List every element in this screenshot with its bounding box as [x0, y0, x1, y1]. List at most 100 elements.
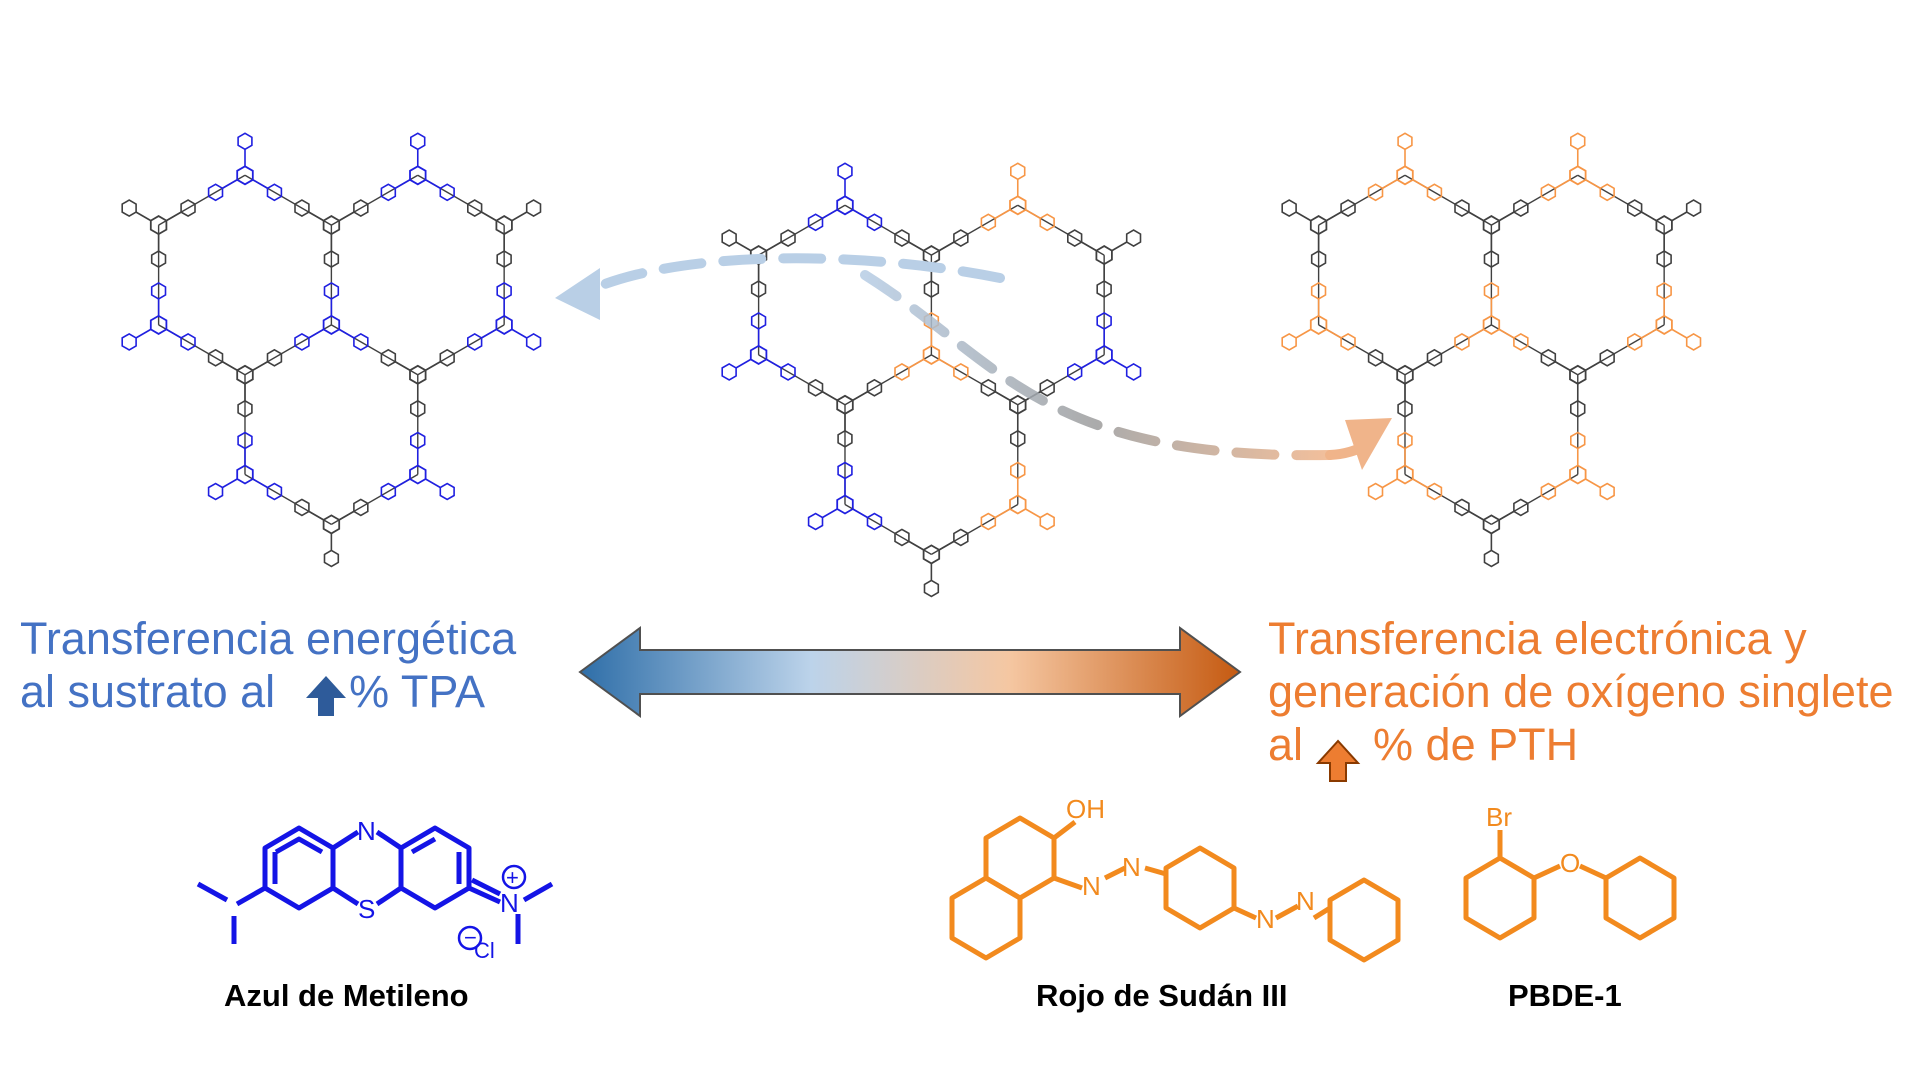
benzene-ring	[525, 199, 542, 218]
framework-bond	[222, 361, 238, 371]
benzene-ring	[980, 213, 997, 232]
benzene-ring	[1483, 281, 1500, 300]
framework-bond	[938, 358, 955, 369]
sudan-oh-label: OH	[1066, 794, 1105, 824]
framework-bond	[908, 241, 924, 252]
mb-n-label: N	[357, 816, 376, 846]
benzene-ring	[409, 132, 426, 151]
framework-bond	[938, 540, 955, 551]
framework-bond	[338, 510, 355, 521]
methylene-blue-structure	[196, 825, 554, 944]
benzene-ring	[837, 162, 853, 181]
benzene-ring	[1454, 332, 1470, 351]
framework-bond	[1326, 211, 1342, 222]
benzene-ring	[409, 165, 427, 186]
benzene-ring	[721, 229, 737, 248]
framework-bond	[822, 508, 838, 519]
benzene-ring	[1367, 183, 1384, 202]
benzene-ring	[236, 464, 254, 485]
benzene-ring	[237, 431, 253, 450]
benzene-ring	[1396, 464, 1414, 485]
benzene-ring	[1397, 132, 1413, 151]
up-arrow-icon	[1315, 739, 1361, 782]
benzene-ring	[1039, 512, 1055, 531]
framework-bond	[338, 211, 355, 222]
benzene-ring	[1569, 464, 1587, 485]
framework-bond	[1081, 358, 1097, 369]
sudan-n1-label: N	[1082, 871, 1101, 901]
benzene-ring	[496, 281, 512, 300]
framework-bond	[822, 391, 838, 401]
framework-bond	[735, 241, 752, 252]
framework-bond	[852, 391, 868, 401]
curved-dashed-arrow-icon	[555, 253, 1392, 470]
benzene-ring	[1656, 281, 1672, 300]
double-headed-arrow-icon	[578, 626, 1242, 718]
cof-framework-tpa	[121, 132, 542, 568]
benzene-ring	[1125, 362, 1142, 381]
framework-bond	[994, 209, 1011, 219]
benzene-ring	[294, 498, 310, 517]
benzene-ring	[1599, 183, 1615, 202]
benzene-ring	[121, 199, 137, 218]
framework-bond	[1326, 328, 1342, 339]
methylene-blue-name: Azul de Metileno	[224, 978, 469, 1013]
sudan-n4-label: N	[1296, 886, 1315, 916]
benzene-ring	[1039, 378, 1055, 397]
framework-bond	[222, 478, 238, 489]
framework-bond	[338, 328, 355, 339]
benzene-ring	[1570, 399, 1586, 418]
benzene-ring	[207, 348, 224, 367]
framework-bond	[511, 328, 528, 339]
benzene-ring	[1483, 549, 1500, 568]
benzene-ring	[439, 183, 455, 202]
benzene-ring	[1281, 332, 1297, 351]
benzene-ring	[1039, 213, 1055, 232]
benzene-ring	[836, 195, 854, 216]
energy-transfer-line1: Transferencia energética	[20, 613, 517, 664]
framework-bond	[908, 358, 924, 369]
framework-bond	[1585, 478, 1601, 489]
benzene-ring	[353, 199, 369, 218]
framework-bond	[908, 540, 924, 551]
benzene-ring	[1599, 348, 1615, 367]
benzene-ring	[953, 528, 969, 547]
framework-bond	[425, 478, 441, 489]
mb-nplus-label: N	[500, 888, 519, 918]
benzene-ring	[1397, 431, 1413, 450]
pbde-structure	[1463, 830, 1677, 941]
benzene-ring	[294, 332, 310, 351]
benzene-ring	[180, 199, 196, 218]
framework-bond	[1554, 478, 1571, 489]
sudan-red-name: Rojo de Sudán III	[1036, 978, 1288, 1013]
benzene-ring	[1067, 229, 1083, 248]
benzene-ring	[1009, 195, 1027, 216]
benzene-ring	[294, 199, 310, 218]
framework-bond	[252, 478, 268, 489]
benzene-ring	[837, 429, 853, 448]
benzene-ring	[1426, 348, 1443, 367]
benzene-ring	[1570, 132, 1586, 151]
framework-bond	[394, 361, 411, 371]
sudan-n2-label: N	[1122, 852, 1141, 882]
framework-bond	[1295, 328, 1312, 339]
benzene-ring	[1340, 332, 1356, 351]
benzene-ring	[525, 332, 542, 351]
benzene-ring	[1513, 199, 1529, 218]
framework-bond	[735, 358, 752, 369]
benzene-ring	[1655, 215, 1673, 236]
benzene-ring	[1426, 482, 1443, 501]
framework-bond	[1498, 211, 1515, 222]
framework-bond	[1641, 328, 1657, 339]
framework-bond	[1671, 328, 1688, 339]
benzene-ring	[439, 348, 455, 367]
benzene-ring	[894, 229, 910, 248]
benzene-ring	[236, 165, 254, 186]
benzene-ring	[807, 213, 824, 232]
benzene-ring	[1655, 314, 1673, 335]
framework-bond	[1585, 179, 1601, 189]
benzene-ring	[780, 362, 796, 381]
benzene-ring	[1309, 314, 1328, 335]
framework-bond	[394, 478, 411, 489]
benzene-ring	[237, 132, 253, 151]
